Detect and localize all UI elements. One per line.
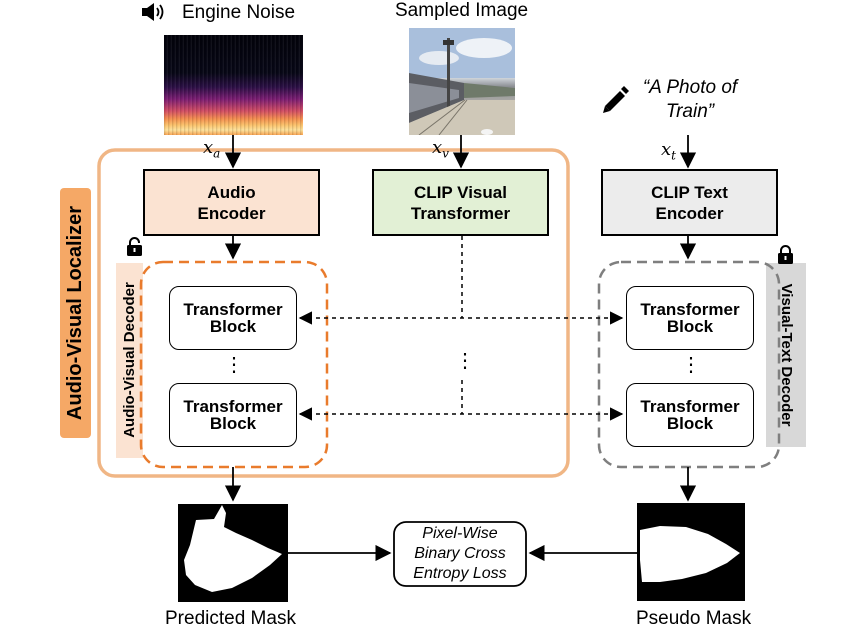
var-xa: xa <box>203 137 221 161</box>
predicted-mask-image <box>178 504 288 602</box>
loss-line-3: Entropy Loss <box>413 565 507 582</box>
vt-ellipsis: ⋮ <box>681 354 701 376</box>
text-prompt-line-2: Train” <box>665 101 715 122</box>
var-xv: xv <box>432 137 449 161</box>
speaker-icon <box>142 3 164 21</box>
vt-decoder-label-bg <box>766 263 806 447</box>
block-label-line-1: Transformer <box>183 397 283 416</box>
vt-decoder-container <box>597 260 781 469</box>
av-decoder-container <box>139 260 329 469</box>
train-photo <box>409 28 515 135</box>
audio-encoder-line-2: Encoder <box>197 203 266 223</box>
text-prompt-line-1: “A Photo of <box>642 77 738 98</box>
clip-text-line-2: Encoder <box>655 203 724 223</box>
block-label-line-2: Block <box>209 414 257 433</box>
loss-box <box>393 521 527 587</box>
audio-encoder-line-1: Audio <box>207 182 256 202</box>
audio-input-label: Engine Noise <box>182 2 296 23</box>
clip-visual-line-1: CLIP Visual <box>414 182 507 202</box>
av-decoder-label-bg <box>116 263 143 458</box>
clip-visual-line-2: Transformer <box>410 203 511 223</box>
localizer-label: Audio-Visual Localizer <box>64 205 86 421</box>
localizer-label-bg <box>60 188 91 438</box>
clip-text-line-1: CLIP Text <box>651 182 728 202</box>
image-input-label: Sampled Image <box>395 0 529 21</box>
loss-label: Pixel-Wise Binary Cross Entropy Loss <box>394 524 526 584</box>
unlock-icon <box>127 237 142 256</box>
av-decoder-label: Audio-Visual Decoder <box>121 282 138 438</box>
predicted-mask-label: Predicted Mask <box>165 608 296 629</box>
visual-ellipsis: ⋮ <box>455 350 475 372</box>
block-label-line-1: Transformer <box>183 300 283 319</box>
text-prompt: “A Photo of Train” <box>640 76 740 124</box>
var-xt: xt <box>661 139 676 163</box>
loss-line-1: Pixel-Wise <box>422 525 498 542</box>
spectrogram-texture <box>164 35 303 135</box>
loss-line-2: Binary Cross <box>414 545 506 562</box>
av-ellipsis: ⋮ <box>224 354 244 376</box>
block-label-line-2: Block <box>666 414 714 433</box>
block-label-line-2: Block <box>666 317 714 336</box>
block-label-line-2: Block <box>209 317 257 336</box>
pseudo-mask-image <box>637 503 745 601</box>
block-label-line-1: Transformer <box>640 300 740 319</box>
pseudo-mask-label: Pseudo Mask <box>636 608 752 629</box>
spectrogram-image <box>164 35 303 135</box>
block-label-line-1: Transformer <box>640 397 740 416</box>
lock-icon <box>778 245 793 264</box>
pencil-icon <box>603 86 629 113</box>
vt-decoder-label: Visual-Text Decoder <box>778 283 795 427</box>
